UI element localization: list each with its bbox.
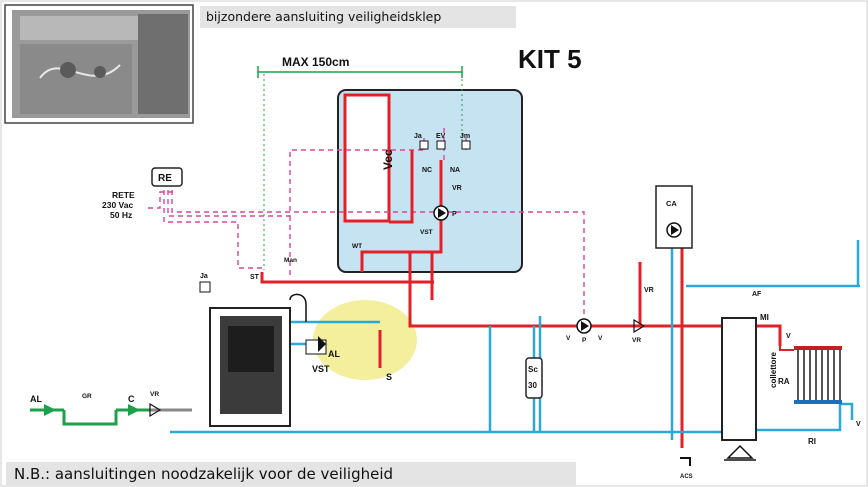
check-valve-icon — [149, 402, 162, 418]
v-left-label: V — [566, 335, 571, 342]
re-box — [151, 167, 183, 187]
vec-vessel — [343, 93, 391, 223]
check-valve-icon — [633, 318, 646, 334]
collettore-label: collettore — [769, 351, 778, 388]
p-tank-label: P — [452, 211, 457, 218]
ri-label: RI — [808, 437, 816, 446]
ev-label: EV — [436, 133, 446, 140]
sc-bottom-label: 30 — [528, 381, 537, 390]
v-mi-label: V — [786, 333, 791, 340]
sc-30-box — [525, 357, 543, 399]
mi-label: MI — [760, 313, 769, 322]
af-label: AF — [752, 291, 762, 298]
ca-boiler — [655, 185, 693, 249]
ja-top-label: Ja — [414, 133, 422, 140]
vr-ca-label: VR — [644, 287, 654, 294]
c-label: C — [128, 394, 135, 404]
tank-pump — [433, 205, 449, 221]
rete-line2: 230 Vac — [102, 200, 133, 210]
collettore-manifold — [721, 317, 757, 441]
vec-label: Vec — [381, 149, 395, 170]
tap-icon — [680, 457, 691, 466]
gr-label: GR — [82, 393, 92, 400]
al-valve-label: AL — [328, 349, 340, 359]
circulation-pump-icon — [576, 318, 592, 334]
stove-unit — [199, 281, 307, 427]
na-label: NA — [450, 167, 460, 174]
v-right-label: V — [598, 335, 603, 342]
rete-line1: RETE — [112, 190, 135, 200]
header-caption: bijzondere aansluiting veiligheidsklep — [200, 6, 516, 28]
safety-valve-highlight — [313, 300, 417, 380]
safety-valve — [305, 336, 327, 355]
acs-label: ACS — [680, 474, 693, 480]
vst-tank-label: VST — [420, 229, 433, 236]
wt-label: WT — [352, 243, 362, 250]
rete-line3: 50 Hz — [110, 210, 132, 220]
vr-inlet-label: VR — [150, 391, 159, 398]
radiator-icon — [779, 346, 842, 404]
s-label: S — [386, 372, 392, 382]
footer-note: N.B.: aansluitingen noodzakelijk voor de… — [6, 462, 576, 486]
vr-pump-label: VR — [632, 337, 641, 344]
ca-label: CA — [666, 199, 677, 208]
vst-valve-label: VST — [312, 364, 330, 374]
inlet-arrow — [44, 404, 56, 416]
v-ri-label: V — [856, 421, 861, 428]
ja-left-label: Ja — [200, 273, 208, 280]
stove-photo — [4, 4, 194, 124]
nc-label: NC — [422, 167, 432, 174]
ra-label: RA — [778, 377, 790, 386]
sc-top-label: Sc — [528, 365, 538, 374]
re-label: RE — [158, 173, 172, 184]
man-label: Man — [284, 257, 297, 264]
jm-label: Jm — [460, 133, 470, 140]
st-label: ST — [250, 274, 260, 281]
vr-tank-label: VR — [452, 185, 462, 192]
p-pump-label: P — [582, 337, 587, 344]
expansion-vessel-icon — [724, 444, 756, 461]
kit-title: KIT 5 — [518, 44, 582, 74]
max-label: MAX 150cm — [282, 55, 349, 69]
al-inlet-label: AL — [30, 394, 42, 404]
